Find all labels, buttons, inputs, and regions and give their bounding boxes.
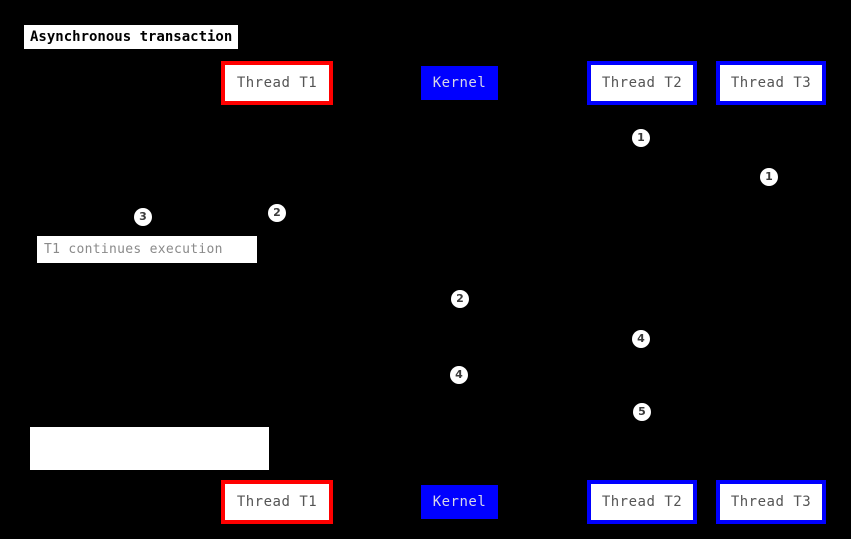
lifeline-foot-thread-t3[interactable]: Thread T3 — [716, 480, 826, 524]
lifeline-foot-kernel-label: Kernel — [432, 494, 487, 510]
lifeline-stub-thread-t1-top — [272, 105, 280, 110]
lifeline-head-thread-t1-label: Thread T1 — [236, 75, 318, 91]
step-badge-3: 3 — [134, 208, 152, 226]
lifeline-foot-thread-t2-label: Thread T2 — [601, 494, 683, 510]
lifeline-stub-thread-t1-bottom — [272, 475, 280, 480]
lifeline-foot-thread-t1-label: Thread T1 — [236, 494, 318, 510]
lifeline-thread-t3 — [769, 105, 771, 480]
step-badge-2b: 2 — [451, 290, 469, 308]
lifeline-head-kernel[interactable]: Kernel — [421, 66, 498, 100]
lifeline-stub-thread-t3-top — [765, 105, 773, 110]
step-badge-1b: 1 — [760, 168, 778, 186]
step-badge-5: 5 — [633, 403, 651, 421]
lifeline-foot-thread-t1[interactable]: Thread T1 — [221, 480, 333, 524]
step-badge-4b: 4 — [450, 366, 468, 384]
lifeline-stub-thread-t2-top — [637, 105, 645, 110]
lifeline-head-thread-t3-label: Thread T3 — [730, 75, 812, 91]
lifeline-foot-thread-t2[interactable]: Thread T2 — [587, 480, 697, 524]
lifeline-foot-kernel[interactable]: Kernel — [421, 485, 498, 519]
message-arrow-6 — [641, 415, 769, 417]
step-badge-4a: 4 — [632, 330, 650, 348]
diagram-title: Asynchronous transaction — [24, 25, 239, 49]
message-arrow-2 — [143, 230, 277, 232]
lifeline-head-thread-t3[interactable]: Thread T3 — [716, 61, 826, 105]
message-arrow-3 — [460, 302, 641, 304]
lifeline-head-thread-t2[interactable]: Thread T2 — [587, 61, 697, 105]
lifeline-head-kernel-label: Kernel — [432, 75, 487, 91]
note-t1-continues-execution: T1 continues execution — [37, 236, 257, 263]
lifeline-stub-thread-t2-bottom — [637, 475, 645, 480]
step-badge-1a: 1 — [632, 129, 650, 147]
blank-note-box — [30, 427, 269, 470]
lifeline-head-thread-t2-label: Thread T2 — [601, 75, 683, 91]
lifeline-head-thread-t1[interactable]: Thread T1 — [221, 61, 333, 105]
lifeline-thread-t2 — [641, 105, 643, 480]
message-arrow-5 — [641, 342, 769, 344]
step-badge-2a: 2 — [268, 204, 286, 222]
message-arrow-4 — [460, 378, 641, 380]
message-arrow-1 — [277, 216, 459, 218]
lifeline-thread-t1 — [276, 105, 278, 480]
lifeline-foot-thread-t3-label: Thread T3 — [730, 494, 812, 510]
lifeline-stub-thread-t3-bottom — [765, 475, 773, 480]
